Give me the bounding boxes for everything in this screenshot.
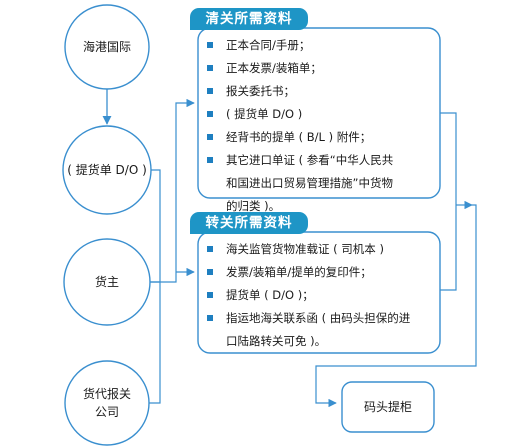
node-huodai: 货代报关 公司 <box>67 385 147 421</box>
dock-box <box>341 381 435 433</box>
node-haigang: 海港国际 <box>82 40 131 54</box>
transfer-item: 指运地海关联系函 ( 由码头担保的进 <box>204 307 410 330</box>
bullet-icon <box>207 269 213 275</box>
transfer-item-cont: 口陆路转关可免 )。 <box>226 334 327 348</box>
node-tihuodan: ( 提货单 D/O ) <box>67 163 147 177</box>
connector-to-clearance <box>160 98 195 283</box>
transfer-title: 转关所需资料 <box>190 212 308 234</box>
bracket-huozhu-huodai <box>149 281 161 404</box>
bullet-icon <box>207 246 213 252</box>
bullet-icon <box>207 88 213 94</box>
bullet-icon <box>207 111 213 117</box>
bullet-icon <box>207 42 213 48</box>
transfer-item: 提货单 ( D/O )； <box>204 284 410 307</box>
bullet-icon <box>207 65 213 71</box>
bullet-icon <box>207 134 213 140</box>
clearance-item: 经背书的提单 ( B/L ) 附件； <box>204 126 393 149</box>
transfer-item: 发票/装箱单/提单的复印件； <box>204 261 410 284</box>
node-huodai-line2: 公司 <box>94 405 119 419</box>
bracket-tihuodan-huozhu <box>150 169 161 283</box>
clearance-item: 正本发票/装箱单； <box>204 57 393 80</box>
clearance-item: ( 提货单 D/O ) <box>204 103 393 126</box>
node-matou: 码头提柜 <box>363 400 412 414</box>
transfer-box <box>197 231 441 354</box>
clearance-item: 报关委托书； <box>204 80 393 103</box>
bullet-icon <box>207 292 213 298</box>
clearance-item-cont: 的归类 )。 <box>226 199 281 213</box>
bullet-icon <box>207 315 213 321</box>
clearance-title: 清关所需资料 <box>190 8 308 30</box>
node-huodai-line1: 货代报关 <box>82 387 131 401</box>
clearance-item: 正本合同/手册； <box>204 34 393 57</box>
clearance-item-cont: 和国进出口贸易管理措施”中货物 <box>226 176 393 190</box>
clearance-list: 正本合同/手册； 正本发票/装箱单； 报关委托书； ( 提货单 D/O ) 经背… <box>204 34 393 218</box>
clearance-item: 其它进口单证 ( 参看“中华人民共 <box>204 149 393 172</box>
connector-down-to-dock <box>315 204 477 408</box>
transfer-list: 海关监管货物准载证 ( 司机本 ) 发票/装箱单/提单的复印件； 提货单 ( D… <box>204 238 410 353</box>
transfer-item: 海关监管货物准载证 ( 司机本 ) <box>204 238 410 261</box>
connector-right <box>440 112 457 291</box>
node-huozhu: 货主 <box>94 275 119 289</box>
bullet-icon <box>207 157 213 163</box>
